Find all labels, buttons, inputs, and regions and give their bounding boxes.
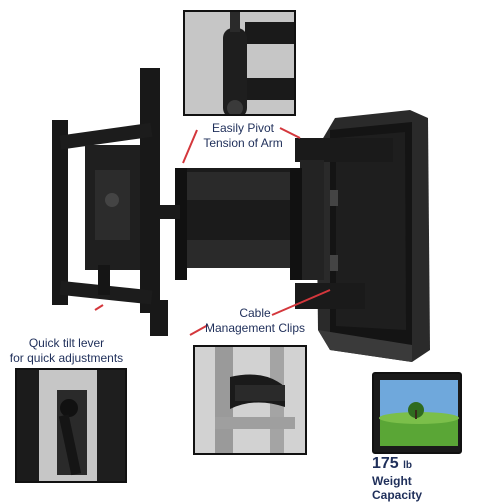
tilt-lever-image	[17, 370, 125, 481]
tv-capacity-inset	[372, 372, 462, 454]
capacity-unit: lb	[403, 460, 413, 471]
clips-callout: Cable Management Clips	[200, 306, 310, 336]
tilt-callout: Quick tilt lever for quick adjustments	[4, 336, 129, 366]
tilt-lever-detail-inset	[15, 368, 127, 483]
pivot-callout-line1: Easily Pivot	[211, 121, 275, 135]
tilt-callout-line2: for quick adjustments	[9, 351, 124, 365]
clips-callout-line1: Cable	[239, 306, 271, 320]
cable-clip-image	[195, 347, 305, 453]
tilt-head	[85, 145, 140, 295]
callout-lines	[182, 127, 331, 336]
pivot-callout-line2: Tension of Arm	[203, 136, 283, 150]
pivot-callout: Easily Pivot Tension of Arm	[196, 121, 290, 151]
tv-screen-image	[374, 374, 460, 452]
weight-capacity-label: 175 lb Weight Capacity	[372, 455, 462, 502]
capacity-caption: Weight Capacity	[372, 474, 423, 502]
pivot-detail-inset	[183, 10, 296, 116]
upper-wall-bracket	[295, 138, 393, 309]
pivot-hinge-image	[185, 12, 294, 114]
tv-rails	[52, 68, 168, 336]
articulating-arm	[140, 168, 302, 280]
cable-clip-detail-inset	[193, 345, 307, 455]
clips-callout-line2: Management Clips	[204, 321, 306, 335]
tilt-callout-line1: Quick tilt lever	[28, 336, 105, 350]
capacity-value: 175	[372, 455, 399, 472]
tilt-callout-line	[94, 304, 104, 311]
